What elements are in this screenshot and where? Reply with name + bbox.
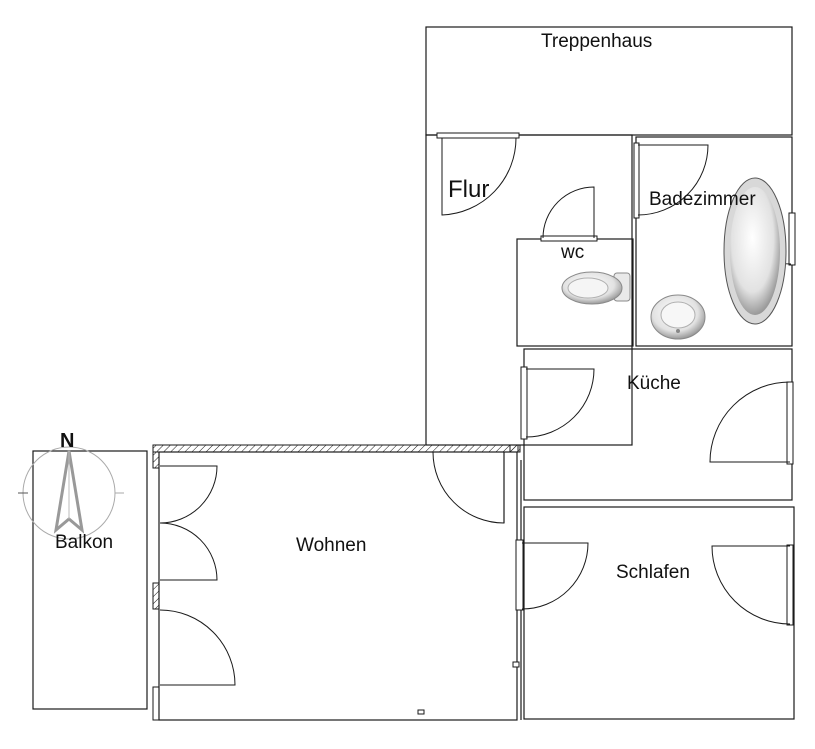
wc-door-swing — [542, 186, 595, 239]
bathtub-icon — [723, 177, 787, 325]
flur-wall-hatched — [509, 444, 521, 453]
wc-door-leaf — [540, 235, 598, 242]
kueche-window-leaf — [786, 381, 794, 465]
badezimmer-door-leaf — [633, 142, 640, 219]
label-wohnen: Wohnen — [296, 535, 366, 556]
label-wc: wc — [560, 242, 584, 263]
schlafen-window-leaf — [786, 544, 794, 626]
schlafen-door-leaf — [515, 539, 524, 611]
flur-entry-door-leaf — [436, 132, 520, 139]
sink-icon — [650, 294, 706, 340]
label-schlafen: Schlafen — [616, 562, 690, 583]
badezimmer-door-swing — [637, 144, 709, 216]
doors — [159, 132, 796, 715]
compass-north-label: N — [60, 430, 74, 452]
compass-icon — [18, 446, 124, 540]
wohnen-wall-left-bottom — [152, 686, 160, 721]
kueche-window-swing — [709, 381, 791, 463]
kueche-room — [523, 348, 793, 501]
wohnen-wall-top-hatched — [152, 444, 519, 453]
label-kueche: Küche — [627, 373, 681, 394]
room-labels: Treppenhaus Flur Badezimmer wc Küche Woh… — [55, 31, 756, 583]
flur-entry-door-swing — [441, 137, 517, 216]
fixtures — [561, 177, 787, 340]
flur-room — [425, 134, 633, 446]
schlafen-door-swing — [521, 542, 589, 610]
balkon-room — [32, 450, 148, 710]
wohnen-wall-left-mid — [152, 582, 160, 610]
wohnen-door-swing — [432, 451, 505, 524]
wohnen-balcony-door-swing — [159, 609, 236, 686]
kueche-door-swing — [525, 368, 595, 438]
toilet-icon — [561, 271, 631, 305]
wohnen-outlet — [417, 709, 425, 715]
wohnen-wall-left-top — [152, 451, 160, 469]
schlafen-room — [523, 506, 795, 720]
kueche-door-leaf — [520, 366, 528, 440]
wohnen-window-2-swing — [159, 522, 218, 581]
label-flur: Flur — [448, 176, 489, 203]
schlafen-window-swing — [711, 545, 791, 625]
wohnen-switch — [512, 661, 520, 668]
label-balkon: Balkon — [55, 532, 113, 553]
label-treppenhaus: Treppenhaus — [541, 31, 652, 52]
label-badezimmer: Badezimmer — [649, 189, 756, 210]
wohnen-room — [158, 451, 518, 721]
wohnen-window-1-swing — [159, 465, 218, 524]
badezimmer-window-leaf — [788, 212, 796, 266]
